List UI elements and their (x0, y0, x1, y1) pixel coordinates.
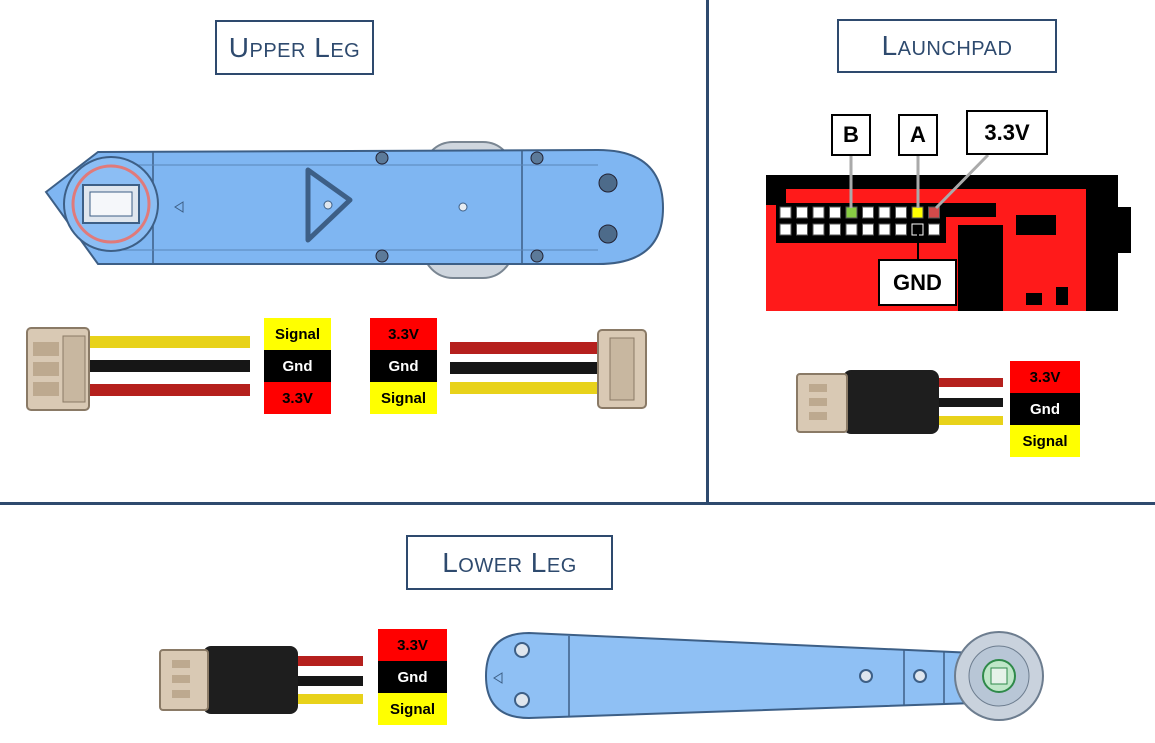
lower-leg-pinout: 3.3V Gnd Signal (378, 629, 447, 725)
upper-leg-title: Upper Leg (215, 20, 374, 75)
lower-leg-title: Lower Leg (406, 535, 613, 590)
pin-3v3: 3.3V (264, 382, 331, 414)
callout-3v3: 3.3V (966, 110, 1048, 155)
pin-3v3: 3.3V (1010, 361, 1080, 393)
pin-signal: Signal (370, 382, 437, 414)
pin-3v3: 3.3V (378, 629, 447, 661)
callout-a: A (898, 114, 938, 156)
pin-3v3: 3.3V (370, 318, 437, 350)
lower-leg-connector-photo (158, 638, 363, 720)
callout-gnd: GND (878, 259, 957, 306)
pin-signal: Signal (1010, 425, 1080, 457)
pin-signal: Signal (378, 693, 447, 725)
launchpad-connector-photo (795, 362, 1003, 440)
upper-left-pinout: Signal Gnd 3.3V (264, 318, 331, 414)
upper-right-connector-photo (450, 320, 665, 415)
callout-b: B (831, 114, 871, 156)
callout-leaders (760, 150, 1060, 270)
pin-gnd: Gnd (1010, 393, 1080, 425)
pin-gnd: Gnd (370, 350, 437, 382)
launchpad-pinout: 3.3V Gnd Signal (1010, 361, 1080, 457)
pin-gnd: Gnd (378, 661, 447, 693)
lower-leg-part-drawing (484, 628, 1049, 723)
upper-right-pinout: 3.3V Gnd Signal (370, 318, 437, 414)
pin-signal: Signal (264, 318, 331, 350)
pin-gnd: Gnd (264, 350, 331, 382)
vertical-divider (706, 0, 709, 504)
upper-leg-part-drawing (38, 140, 668, 280)
launchpad-title: Launchpad (837, 19, 1057, 73)
horizontal-divider (0, 502, 1155, 505)
upper-left-connector-photo (25, 322, 250, 417)
